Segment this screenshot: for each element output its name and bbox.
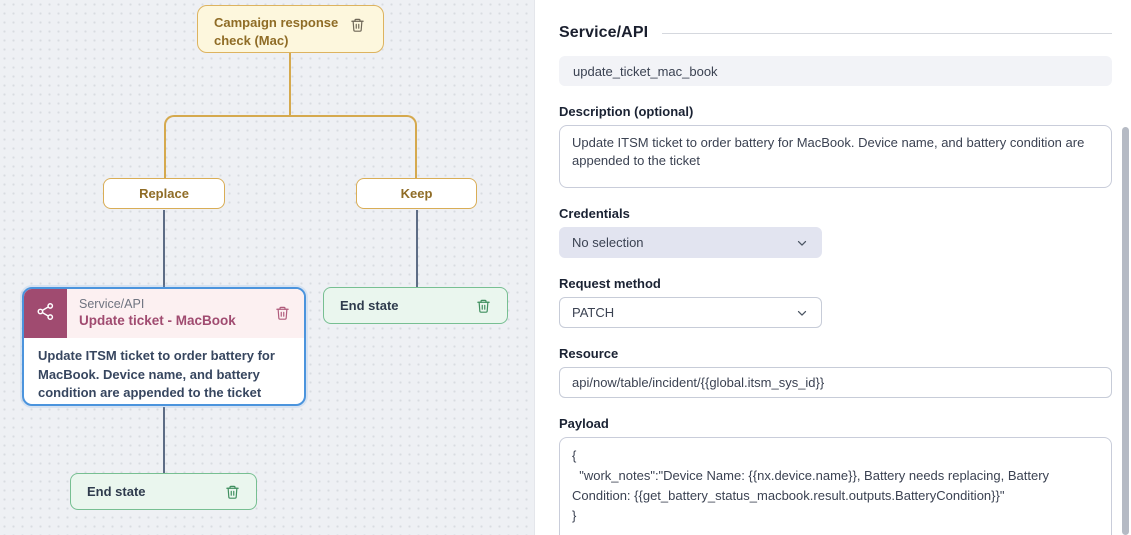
resource-label: Resource <box>559 346 619 361</box>
panel-header: Service/API <box>559 24 1112 42</box>
properties-panel: Service/API update_ticket_mac_book Descr… <box>534 0 1131 535</box>
service-node-description: Update ITSM ticket to order battery for … <box>38 348 275 401</box>
resource-input[interactable] <box>559 367 1112 398</box>
node-end-state-keep[interactable]: End state <box>323 287 508 324</box>
workflow-canvas[interactable]: Campaign response check (Mac) Replace Ke… <box>0 0 534 535</box>
chevron-down-icon <box>795 236 809 250</box>
service-name-value: update_ticket_mac_book <box>573 63 718 79</box>
connector-campaign-down <box>289 52 291 116</box>
node-branch-replace[interactable]: Replace <box>103 178 225 209</box>
panel-title: Service/API <box>559 24 649 41</box>
node-keep-label: Keep <box>400 186 433 201</box>
node-replace-label: Replace <box>139 186 189 201</box>
trash-icon[interactable] <box>225 484 240 500</box>
node-end-state-service[interactable]: End state <box>70 473 257 510</box>
trash-icon[interactable] <box>275 305 290 338</box>
service-icon-block <box>24 289 67 338</box>
node-campaign-response-check[interactable]: Campaign response check (Mac) <box>197 5 384 53</box>
share-icon <box>35 301 56 327</box>
service-node-heading: Service/API Update ticket - MacBook <box>67 289 269 338</box>
connector-replace-to-service <box>163 210 165 287</box>
trash-icon[interactable] <box>350 17 365 33</box>
node-branch-keep[interactable]: Keep <box>356 178 477 209</box>
node-campaign-label: Campaign response check (Mac) <box>214 15 339 48</box>
service-name-field: update_ticket_mac_book <box>559 56 1112 86</box>
request-method-label: Request method <box>559 276 661 291</box>
node-service-api-update-ticket[interactable]: Service/API Update ticket - MacBook Upda… <box>22 287 306 406</box>
connector-keep-to-end <box>416 210 418 287</box>
connector-service-to-end <box>163 407 165 473</box>
trash-icon[interactable] <box>476 298 491 314</box>
panel-scrollbar[interactable] <box>1122 127 1129 535</box>
payload-input[interactable]: { "work_notes":"Device Name: {{nx.device… <box>559 437 1112 535</box>
credentials-selected-value: No selection <box>572 235 644 250</box>
panel-title-divider <box>662 32 1112 34</box>
service-node-title: Update ticket - MacBook <box>79 313 236 329</box>
description-label: Description (optional) <box>559 104 694 119</box>
chevron-down-icon <box>795 306 809 320</box>
request-method-select[interactable]: PATCH <box>559 297 822 328</box>
credentials-label: Credentials <box>559 206 630 221</box>
connector-branch-bracket <box>164 115 417 179</box>
service-node-type: Service/API <box>79 297 145 311</box>
request-method-selected-value: PATCH <box>572 305 615 320</box>
payload-label: Payload <box>559 416 609 431</box>
service-node-header: Service/API Update ticket - MacBook <box>24 289 304 338</box>
end-state-label: End state <box>340 298 399 313</box>
description-input[interactable]: Update ITSM ticket to order battery for … <box>559 125 1112 188</box>
credentials-select[interactable]: No selection <box>559 227 822 258</box>
end-state-label: End state <box>87 484 146 499</box>
